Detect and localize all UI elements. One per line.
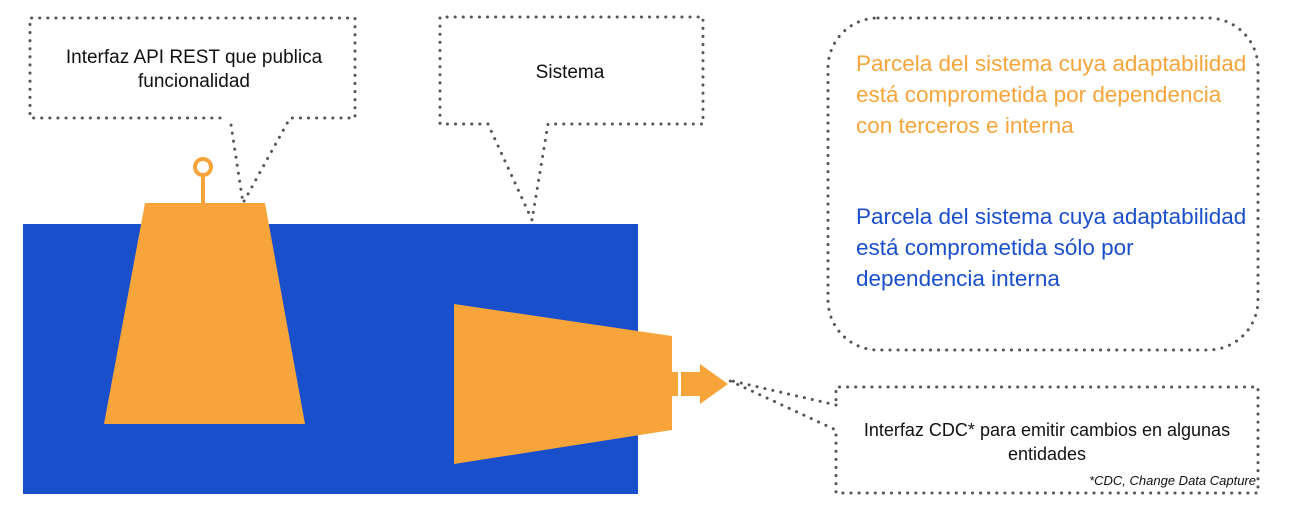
system-callout-label: Sistema [535,62,605,83]
cdc-callout-box [726,378,1260,495]
legend-blue-text: Parcela del sistema cuya adaptabilidad e… [856,204,1247,291]
legend-box [826,16,1260,352]
cdc-callout-label: Interfaz CDC* para emitir cambios en alg… [863,420,1231,464]
api-callout-label: Interfaz API REST que publica funcionali… [65,47,323,92]
api-callout-box [28,16,357,205]
cdc-arrow-icon [681,364,728,404]
cdc-component [454,304,672,464]
api-lollipop-icon [193,157,213,177]
api-component [104,203,305,424]
cdc-arrow-joint [672,372,678,396]
legend-orange-text: Parcela del sistema cuya adaptabilidad e… [856,51,1247,138]
cdc-footnote: *CDC, Change Data Capture [1089,473,1256,488]
system-callout-box [438,15,705,222]
